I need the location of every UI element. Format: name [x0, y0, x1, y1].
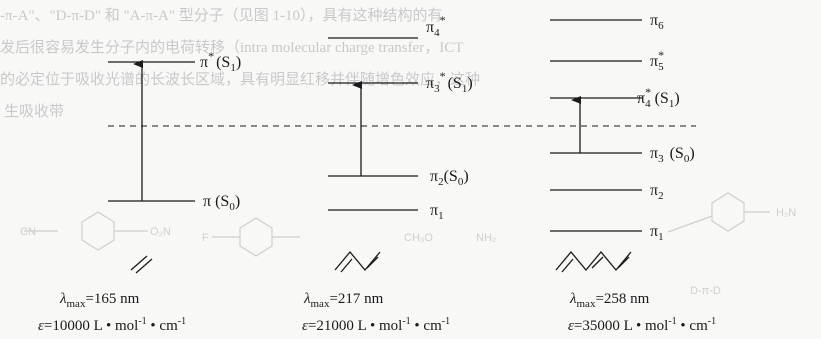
- background-label-nh2: NH₂: [476, 232, 496, 244]
- background-text: -π-A"、"D-π-D" 和 "A-π-A" 型分子（见图 1-10），具有这…: [0, 7, 480, 120]
- background-label-f: F: [202, 232, 209, 244]
- butadiene-structure: [334, 250, 381, 272]
- label-pi1: π1: [650, 223, 664, 243]
- background-text-row-3: 的必定位于吸收光谱的长波长区域，具有明显红移并伴随增色效应，这种: [0, 70, 480, 88]
- diagram-hexatriene: [550, 19, 642, 273]
- lambda-max-217: λmax=217 nm: [303, 291, 384, 310]
- background-benzene-3: [711, 192, 745, 232]
- label-pi2-s0: π2(S0): [430, 168, 469, 188]
- diagram-ethylene: [108, 60, 195, 274]
- background-text-row-4: 生吸收带: [4, 103, 64, 120]
- lambda-max-258: λmax=258 nm: [569, 291, 650, 310]
- label-pi4-star: π4*: [426, 13, 446, 39]
- ethylene-bond-1: [130, 255, 148, 271]
- background-text-row-1: -π-A"、"D-π-D" 和 "A-π-A" 型分子（见图 1-10），具有这…: [0, 7, 442, 24]
- label-pi3-star-s1: π3*(S1): [426, 69, 473, 95]
- background-label-cn: CN: [20, 226, 36, 238]
- background-molecule-labels: CN O₂N F CH₃O NH₂ H₂N D-π-D: [20, 207, 796, 297]
- label-pi-s0: π(S0): [203, 193, 240, 213]
- background-benzene-2: [239, 217, 273, 257]
- background-benzene-1: [81, 211, 115, 251]
- label-pi5-star: π*5: [650, 48, 664, 73]
- background-label-d-pi-d: D-π-D: [690, 285, 721, 297]
- epsilon-35000: ε=35000 L • mol-1 • cm-1: [568, 316, 716, 334]
- lambda-max-165: λmax=165 nm: [59, 291, 140, 310]
- epsilon-10000: ε=10000 L • mol-1 • cm-1: [38, 316, 186, 334]
- epsilon-21000: ε=21000 L • mol-1 • cm-1: [302, 316, 450, 334]
- label-pi1: π1: [430, 202, 444, 222]
- background-label-ch3o: CH₃O: [404, 232, 433, 244]
- label-pi2: π2: [650, 182, 664, 202]
- ethylene-bond-2: [135, 258, 153, 274]
- label-pi6: π6: [650, 12, 664, 32]
- background-text-row-2: 发后很容易发生分子内的电荷转移（intra molecular charge t…: [0, 39, 463, 56]
- diagram-butadiene: [328, 37, 418, 273]
- background-molecules: [24, 192, 770, 257]
- label-pi4-star-s1: π*4(S1): [637, 85, 680, 110]
- background-label-o2n: O₂N: [150, 226, 171, 238]
- label-pi-star-s1: π*(S1): [200, 49, 241, 74]
- label-pi3-s0: π3(S0): [650, 145, 695, 165]
- background-label-h2n: H₂N: [776, 207, 796, 219]
